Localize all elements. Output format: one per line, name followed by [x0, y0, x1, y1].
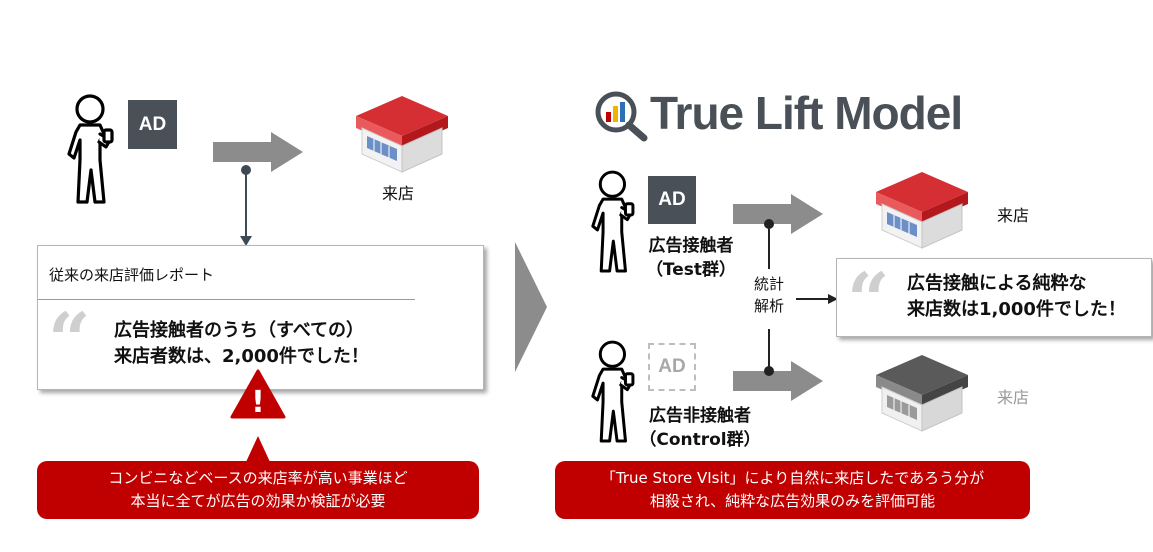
quote-icon: “	[48, 298, 91, 384]
person-icon	[66, 92, 126, 207]
report-title: 従来の来店評価レポート	[49, 266, 215, 284]
result-line-1: 広告接触による純粋な	[907, 273, 1087, 294]
analysis-label: 統計 解析	[748, 273, 790, 317]
store-icon	[872, 164, 972, 249]
warning-symbol: !	[251, 385, 265, 419]
arrow-icon	[213, 132, 303, 172]
left-callout-line-1: コンビニなどベースの来店率が高い事業ほど	[108, 469, 408, 487]
test-group-label: 広告接触者 （Test群）	[636, 234, 746, 282]
result-line-2: 来店数は1,000件でした！	[907, 299, 1126, 320]
quote-icon: “	[847, 258, 890, 344]
report-card: 従来の来店評価レポート “ 広告接触者のうち（すべての） 来店者数は、2,000…	[37, 245, 484, 390]
test-group-line-2: （Test群）	[645, 260, 737, 280]
analysis-line-1: 統計	[753, 275, 784, 293]
warning-icon: !	[230, 369, 286, 419]
report-divider	[38, 299, 415, 300]
right-callout-line-2: 相殺され、純粋な広告効果のみを評価可能	[649, 492, 936, 510]
report-line-1: 広告接触者のうち（すべての）	[114, 320, 365, 341]
control-group-label: 広告非接触者 （Control群）	[630, 404, 770, 452]
magnifier-chart-icon	[595, 91, 648, 142]
store-label: 来店	[382, 184, 415, 203]
connector-line	[240, 165, 252, 246]
store-icon	[352, 88, 452, 173]
left-callout-line-2: 本当に全てが広告の効果か検証が必要	[130, 492, 386, 510]
control-group-line-2: （Control群）	[639, 430, 761, 450]
report-text: 広告接触者のうち（すべての） 来店者数は、2,000件でした！	[114, 318, 369, 370]
analysis-connector	[764, 219, 838, 376]
left-callout: コンビニなどベースの来店率が高い事業ほど 本当に全てが広告の効果か検証が必要	[37, 461, 479, 519]
gray-store-icon	[872, 347, 972, 432]
ad-badge: AD	[648, 176, 696, 224]
ad-badge: AD	[128, 100, 177, 149]
control-group-line-1: 広告非接触者	[649, 406, 751, 426]
test-group-line-1: 広告接触者	[648, 236, 734, 256]
chevron-right-icon	[515, 242, 547, 372]
right-callout: 「True Store VIsit」により自然に来店したであろう分が 相殺され、…	[555, 461, 1030, 519]
ad-badge-dashed: AD	[648, 343, 696, 391]
store-label-inactive: 来店	[997, 388, 1030, 407]
callout-pointer	[246, 436, 270, 462]
analysis-line-2: 解析	[753, 297, 784, 315]
right-callout-line-1: 「True Store VIsit」により自然に来店したであろう分が	[600, 469, 985, 487]
result-card: “ 広告接触による純粋な 来店数は1,000件でした！	[836, 258, 1152, 344]
result-text: 広告接触による純粋な 来店数は1,000件でした！	[907, 271, 1126, 323]
model-title: True Lift Model	[650, 87, 963, 139]
store-label: 来店	[997, 206, 1030, 225]
report-line-2: 来店者数は、2,000件でした！	[114, 346, 369, 367]
